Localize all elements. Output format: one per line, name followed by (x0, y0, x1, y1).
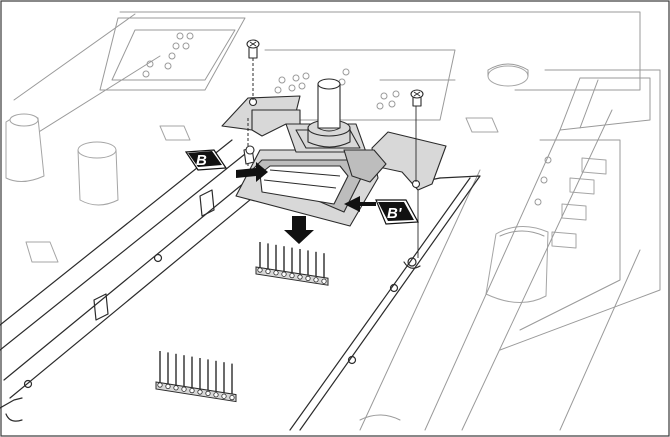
square-button-1 (159, 125, 191, 141)
screw-b-joint (243, 145, 255, 165)
right-panel (499, 69, 661, 351)
connector-pin-base (197, 389, 203, 395)
connector-pin-base (265, 268, 271, 274)
connector-pin-base (321, 278, 327, 284)
joystick-icon (307, 78, 351, 148)
left-rail-inner (0, 149, 251, 351)
plate-left-edge (9, 189, 263, 399)
connector-pin-base (213, 392, 219, 398)
right-fader-knob (485, 226, 549, 304)
led-dots (142, 32, 400, 110)
right-buttons (534, 156, 607, 249)
mount-hole-right (407, 257, 417, 267)
pin-connector-icon (155, 351, 237, 403)
connector-pin-base (313, 277, 319, 283)
connector-pin-base (189, 387, 195, 394)
right-rail-3 (461, 109, 613, 431)
right-rail-1 (359, 169, 481, 431)
callout-label-b-prime: B' (387, 205, 402, 222)
right-rail-4 (559, 249, 641, 431)
connector-pin-base (221, 393, 227, 399)
panel-left-slope (13, 13, 136, 101)
plate-left-edge-top (3, 177, 251, 381)
joystick-shaft (317, 83, 341, 129)
connector-pin-base (181, 386, 187, 392)
right-inner-panel (519, 139, 621, 331)
connector-pin-base (229, 394, 235, 401)
arrow-icon (236, 162, 268, 182)
connector-pin-base (289, 272, 295, 279)
arrow-icon (344, 196, 376, 212)
connector-pin-base (281, 271, 287, 277)
plate-tab-2 (93, 293, 109, 321)
square-button-2 (465, 117, 499, 133)
right-display (559, 77, 651, 131)
connector-pin-base (257, 267, 263, 273)
top-panel-edge (119, 11, 641, 91)
module-window (259, 165, 349, 205)
module-side-block (343, 149, 387, 183)
callout-b-prime: B' (375, 199, 419, 225)
round-button-side (487, 63, 529, 77)
plate-right-edge (299, 175, 481, 431)
round-button (487, 65, 529, 87)
connector-pin-base (157, 382, 163, 388)
right-display-div (579, 79, 599, 129)
connector-pin-base (165, 383, 171, 389)
connector-pin-base (305, 275, 311, 281)
connector-pin-base (297, 274, 303, 280)
arrow-down-icon (284, 216, 314, 244)
connector-pin-base (173, 385, 179, 391)
connector-pin-base (205, 390, 211, 396)
square-button-3 (25, 241, 59, 263)
callout-b: B (184, 149, 228, 171)
chassis-plate (0, 139, 481, 431)
connector-pin-base (273, 270, 279, 276)
joystick-module (235, 109, 387, 227)
left-rail-outer (0, 139, 233, 326)
right-rail-2 (424, 129, 561, 431)
pin-connector-icon (255, 242, 329, 286)
callout-label-b: B (196, 152, 207, 169)
left-knobs (5, 113, 119, 206)
console-background (5, 11, 661, 431)
top-fader-panel-inner (111, 29, 236, 81)
plate-tab-1 (199, 189, 215, 217)
screw-right (410, 89, 424, 258)
top-fader-panel (99, 17, 246, 91)
